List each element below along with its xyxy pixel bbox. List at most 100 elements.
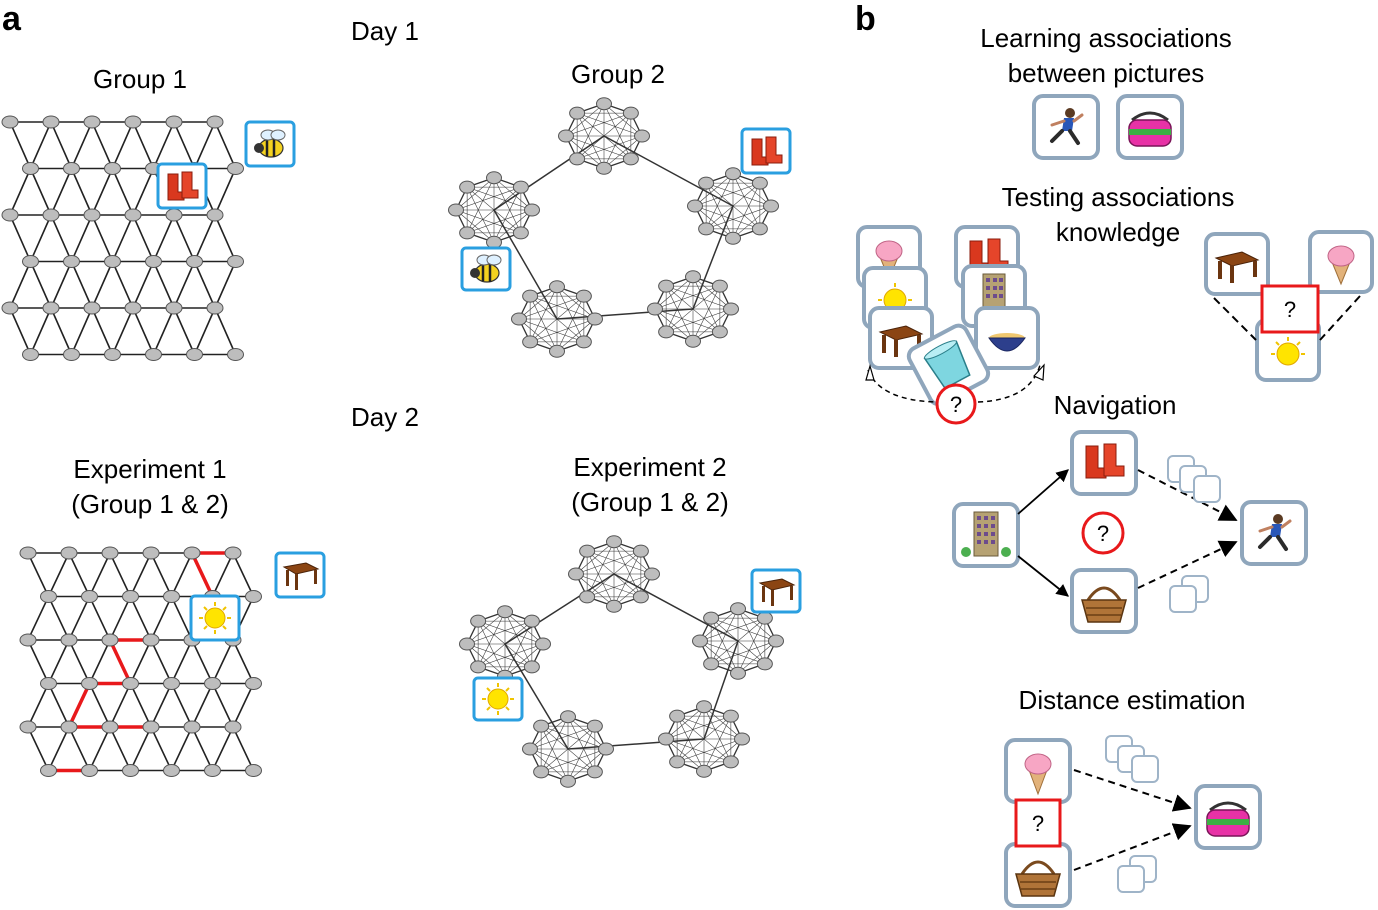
- cluster-edge: [530, 318, 596, 343]
- cluster-node: [575, 289, 592, 303]
- question-box-triad: ?: [1260, 284, 1320, 334]
- lattice-edge: [150, 552, 173, 597]
- stacked-cards-icon-nav-bottom: [1169, 575, 1209, 613]
- navigation-title: Navigation: [1054, 390, 1177, 420]
- sun-icon: [1271, 337, 1305, 366]
- lattice-node: [224, 720, 242, 734]
- testing-subtitle: knowledge: [1056, 217, 1180, 247]
- lattice-edge: [50, 214, 73, 262]
- day2-label: Day 2: [351, 402, 419, 432]
- cluster-edge: [565, 135, 605, 169]
- cluster-node: [696, 764, 712, 778]
- cluster-node: [658, 279, 675, 293]
- runner-icon: [1258, 514, 1292, 551]
- cluster-edge: [477, 621, 506, 677]
- lattice-node: [163, 764, 180, 777]
- distance-estimation-title: Distance estimation: [1019, 685, 1246, 715]
- lattice-edge: [9, 121, 32, 169]
- lattice-edge: [211, 726, 234, 771]
- cluster-node: [512, 226, 529, 240]
- runner-tile-learning: [1032, 94, 1100, 160]
- cluster-node: [703, 657, 720, 671]
- cup-card: [906, 323, 991, 407]
- lattice-edge: [129, 726, 152, 771]
- cluster-edge: [467, 209, 533, 234]
- stacked-cards-icon-distance-top: [1105, 735, 1159, 783]
- cluster-edge: [576, 113, 605, 169]
- lattice-node: [165, 301, 183, 315]
- cluster-node: [598, 742, 614, 756]
- cluster-node: [522, 289, 539, 303]
- cluster-node: [703, 611, 720, 625]
- cluster-bridge-edge: [613, 573, 739, 642]
- cluster-edge: [677, 715, 743, 740]
- cluster-edge: [676, 715, 732, 763]
- lattice-node: [42, 115, 60, 129]
- svg-text:?: ?: [950, 392, 962, 417]
- path-edge-highlighted: [108, 639, 133, 685]
- lattice-edge: [27, 726, 50, 771]
- cluster-edge: [705, 183, 734, 239]
- cluster-bridge-edge: [603, 135, 734, 207]
- cluster-node: [711, 279, 728, 293]
- distance-dashed-arrow-bottom: [1073, 823, 1192, 871]
- basket-tile-distance: [1004, 842, 1072, 908]
- cluster-edge: [665, 738, 705, 772]
- cluster-node: [751, 176, 768, 190]
- cluster-node: [523, 660, 540, 674]
- lattice-edge: [70, 261, 93, 309]
- lattice-node: [22, 162, 39, 175]
- lattice-node: [124, 208, 142, 222]
- runner-icon: [1050, 108, 1084, 145]
- cluster-node: [751, 222, 768, 236]
- cluster-edge: [694, 205, 734, 239]
- cluster-edge: [705, 182, 761, 230]
- lattice-edge: [232, 726, 255, 771]
- triad-right-dashed-line: [1319, 295, 1361, 341]
- lattice-edge: [27, 596, 50, 641]
- stacked-cards-icon-nav-top: [1167, 455, 1221, 503]
- cluster-edge: [587, 550, 653, 575]
- learning-title: Learning associations: [980, 23, 1232, 53]
- bee-tile-group1: [244, 120, 296, 168]
- cluster-node: [722, 755, 739, 769]
- cluster-node: [622, 152, 639, 166]
- cluster-edge: [540, 725, 596, 773]
- cluster-edge: [665, 715, 731, 740]
- lattice-edge: [50, 261, 73, 309]
- experiment1-title: Experiment 1: [73, 454, 226, 484]
- cluster-edge: [518, 318, 584, 343]
- lattice-edge: [111, 214, 134, 262]
- lattice-node: [63, 348, 80, 361]
- cluster-node: [579, 544, 596, 558]
- cluster-node: [634, 129, 650, 143]
- lattice-node: [165, 115, 183, 129]
- lattice-node: [227, 255, 244, 268]
- fan-left-open-arrowhead: [865, 363, 875, 381]
- lattice-edge: [70, 168, 93, 216]
- cluster-node: [658, 732, 674, 746]
- lattice-edge: [173, 307, 196, 355]
- lattice-node: [224, 546, 242, 560]
- lattice-edge: [211, 683, 234, 728]
- cluster-node: [632, 590, 649, 604]
- cluster-edge: [710, 617, 766, 665]
- cluster-edge: [466, 620, 532, 645]
- lattice-edge: [152, 261, 175, 309]
- lattice-node: [83, 301, 101, 315]
- cluster-bridge-edge: [504, 573, 615, 645]
- boots-tile-group1: [156, 162, 208, 210]
- cluster-edge: [711, 640, 777, 665]
- cluster-edge: [455, 186, 521, 211]
- lattice-node: [42, 301, 60, 315]
- lattice-edge: [109, 726, 132, 771]
- lattice-edge: [129, 552, 152, 597]
- experiment2-title: Experiment 2: [573, 452, 726, 482]
- lattice-node: [1, 208, 19, 222]
- lattice-edge: [214, 121, 237, 169]
- path-edge-highlighted: [190, 552, 215, 598]
- cluster-node: [711, 325, 728, 339]
- lattice-node: [122, 677, 139, 690]
- hexagonal-lattice-experiment1: [19, 546, 262, 777]
